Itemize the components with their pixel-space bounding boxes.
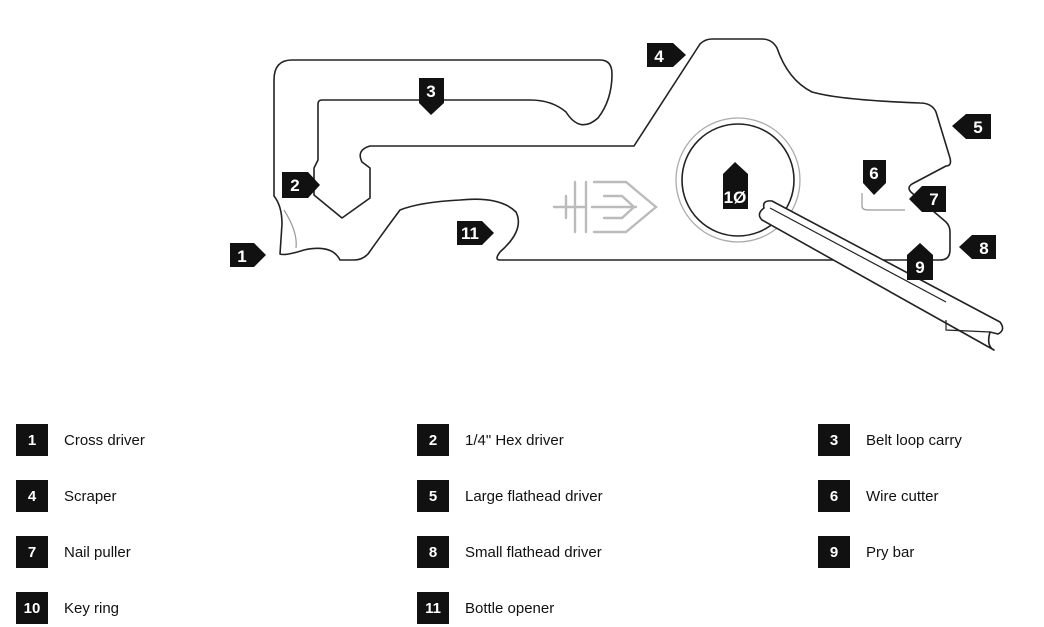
legend-item-large-flathead-driver: 5 Large flathead driver — [417, 480, 603, 512]
callout-label: 1Ø — [724, 188, 747, 207]
legend-label: Belt loop carry — [866, 431, 962, 449]
legend-item-cross-driver: 1 Cross driver — [16, 424, 145, 456]
callout-9: 9 — [907, 243, 933, 280]
callout-label: 1 — [237, 247, 246, 266]
legend-number: 5 — [417, 480, 449, 512]
legend-item-wire-cutter: 6 Wire cutter — [818, 480, 939, 512]
legend-item-scraper: 4 Scraper — [16, 480, 117, 512]
callout-label: 9 — [915, 258, 924, 277]
legend-label: Pry bar — [866, 543, 915, 561]
legend-item-pry-bar: 9 Pry bar — [818, 536, 914, 568]
legend-label: Nail puller — [64, 543, 131, 561]
callout-5: 5 — [952, 114, 991, 139]
legend-number: 11 — [417, 592, 449, 624]
callout-label: 5 — [973, 118, 982, 137]
legend-label: Key ring — [64, 599, 120, 617]
callout-4: 4 — [647, 43, 686, 67]
callout-7: 7 — [909, 186, 946, 212]
legend-label: 1/4" Hex driver — [465, 431, 564, 449]
callout-label: 8 — [979, 239, 988, 258]
legend-label: Bottle opener — [465, 599, 555, 617]
legend-item-belt-loop-carry: 3 Belt loop carry — [818, 424, 962, 456]
legend-item-bottle-opener: 11 Bottle opener — [417, 592, 554, 624]
gerber-logo-icon — [552, 180, 658, 234]
legend-number: 4 — [16, 480, 48, 512]
callout-8: 8 — [959, 235, 996, 259]
legend-item-small-flathead-driver: 8 Small flathead driver — [417, 536, 602, 568]
legend-number: 8 — [417, 536, 449, 568]
multitool-outline-icon — [273, 38, 952, 261]
legend-label: Small flathead driver — [465, 543, 602, 561]
legend-label: Scraper — [64, 487, 117, 505]
callout-label: 6 — [869, 164, 878, 183]
pry-bar-shape — [758, 200, 1004, 351]
callout-10: 1Ø — [723, 162, 748, 209]
legend-number: 9 — [818, 536, 850, 568]
legend-label: Large flathead driver — [465, 487, 603, 505]
legend-item-nail-puller: 7 Nail puller — [16, 536, 131, 568]
callout-label: 2 — [290, 176, 299, 195]
legend-number: 1 — [16, 424, 48, 456]
callout-label: 3 — [426, 82, 435, 101]
callout-3: 3 — [419, 78, 444, 115]
callout-2: 2 — [282, 172, 320, 198]
legend-number: 7 — [16, 536, 48, 568]
legend-number: 10 — [16, 592, 48, 624]
legend-label: Cross driver — [64, 431, 145, 449]
callout-label: 7 — [929, 190, 938, 209]
legend-item-hex-driver: 2 1/4" Hex driver — [417, 424, 564, 456]
callout-1: 1 — [230, 243, 266, 267]
multitool-diagram: 1 2 3 4 5 6 7 8 9 1Ø 11 — [230, 38, 1004, 351]
callout-label: 4 — [654, 47, 664, 66]
legend-label: Wire cutter — [866, 487, 939, 505]
legend-item-key-ring: 10 Key ring — [16, 592, 119, 624]
callout-11: 11 — [457, 221, 494, 245]
callout-label: 11 — [461, 224, 479, 243]
legend-number: 6 — [818, 480, 850, 512]
callout-6: 6 — [863, 160, 886, 195]
legend-number: 3 — [818, 424, 850, 456]
legend-number: 2 — [417, 424, 449, 456]
